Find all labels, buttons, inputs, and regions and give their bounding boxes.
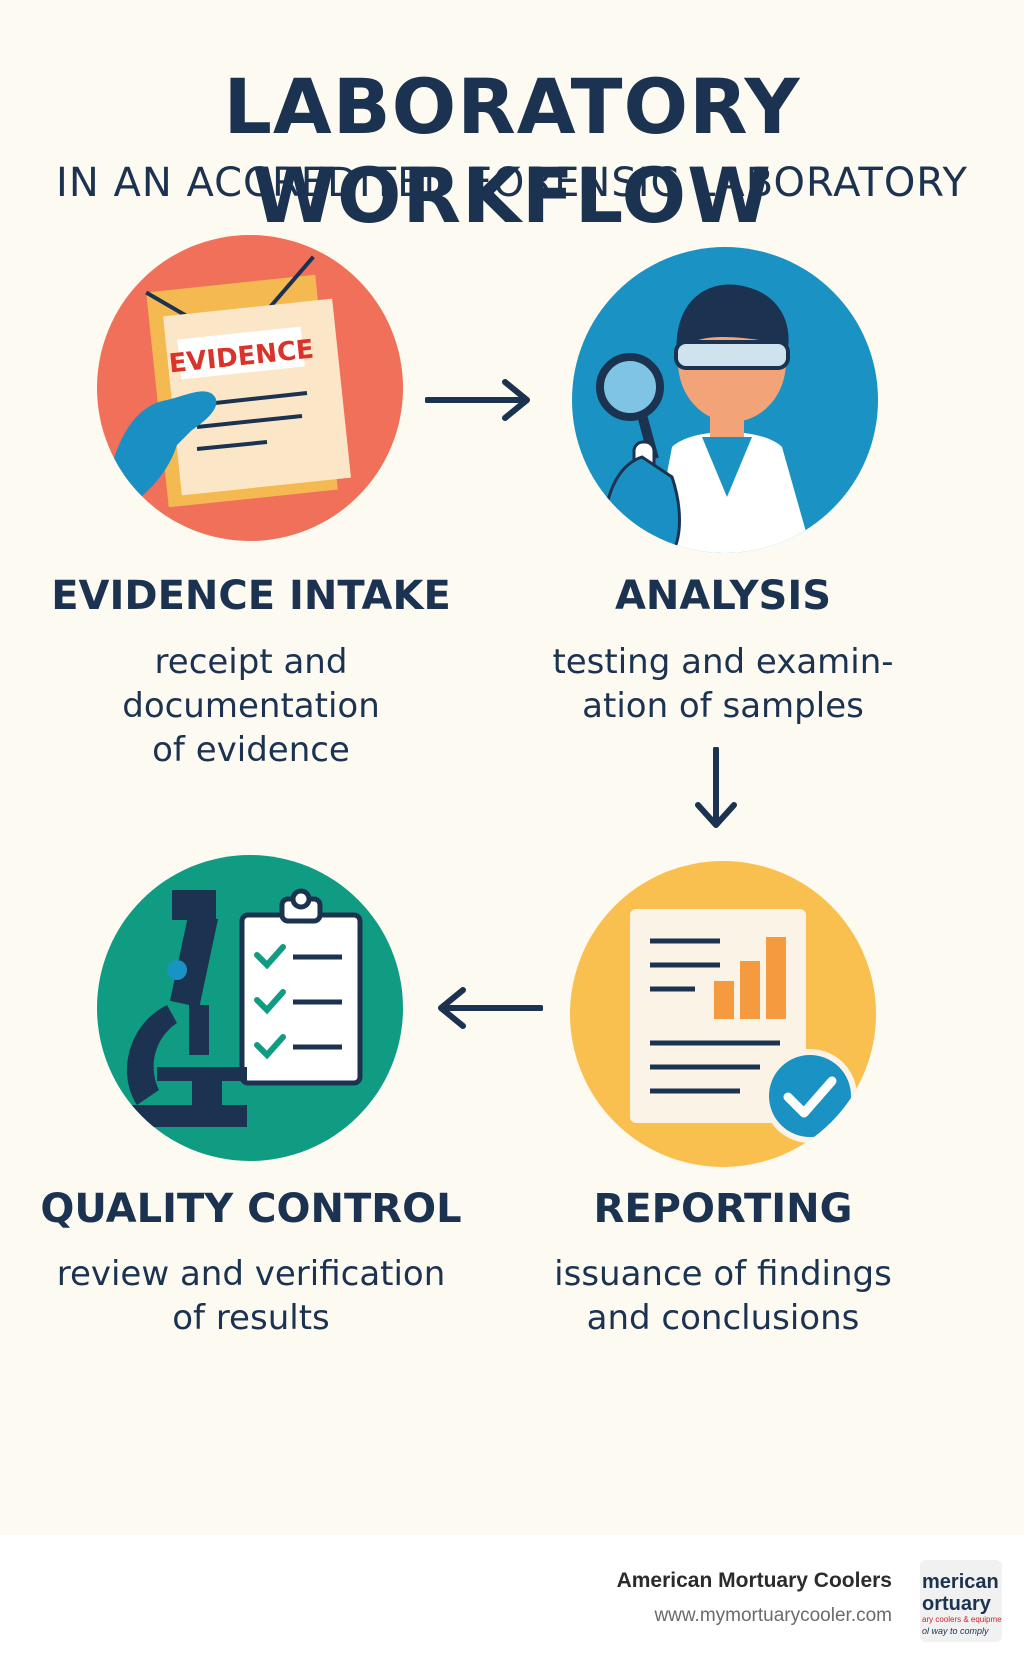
- evidence-envelope-icon: EVIDENCE: [107, 255, 351, 515]
- step-desc-quality-control: review and verification of results: [56, 1254, 446, 1338]
- quality-control-circle: [97, 855, 403, 1161]
- evidence-intake-circle: EVIDENCE: [97, 235, 403, 541]
- reporting-circle: [570, 861, 876, 1167]
- page-subtitle: IN AN ACCREDITED FORENSIC LABORATORY: [56, 160, 968, 206]
- arrow-left-icon: [438, 987, 543, 1029]
- brand-name: American Mortuary Coolers: [616, 1569, 892, 1592]
- logo-text-3: ary coolers & equipment: [922, 1615, 1002, 1624]
- arrow-down-icon: [695, 747, 737, 828]
- report-check-icon: [630, 909, 857, 1143]
- step-title-analysis: ANALYSIS: [614, 573, 832, 619]
- analysis-circle: [572, 247, 878, 553]
- logo-text-2: ortuary: [922, 1593, 992, 1615]
- scientist-magnifier-icon: [596, 284, 812, 553]
- step-title-reporting: REPORTING: [593, 1186, 853, 1232]
- footer: [0, 1535, 1024, 1666]
- arrow-right-icon: [425, 379, 530, 421]
- step-title-evidence-intake: EVIDENCE INTAKE: [51, 573, 451, 619]
- microscope-checklist-icon: [127, 888, 363, 1127]
- step-title-quality-control: QUALITY CONTROL: [40, 1186, 462, 1232]
- step-desc-analysis: testing and examin- ation of samples: [552, 642, 894, 726]
- logo-text-4: ol way to comply: [922, 1626, 989, 1636]
- brand-url[interactable]: www.mymortuarycooler.com: [654, 1605, 892, 1626]
- brand-logo: merican ortuary ary coolers & equipment …: [920, 1560, 1002, 1642]
- step-desc-reporting: issuance of findings and conclusions: [554, 1254, 892, 1338]
- logo-text-1: merican: [922, 1571, 999, 1593]
- brand-logo-icon: merican ortuary ary coolers & equipment …: [922, 1571, 1002, 1636]
- step-desc-evidence-intake: receipt and documentation of evidence: [122, 642, 380, 770]
- page-title: LABORATORY WORKFLOW: [223, 62, 801, 240]
